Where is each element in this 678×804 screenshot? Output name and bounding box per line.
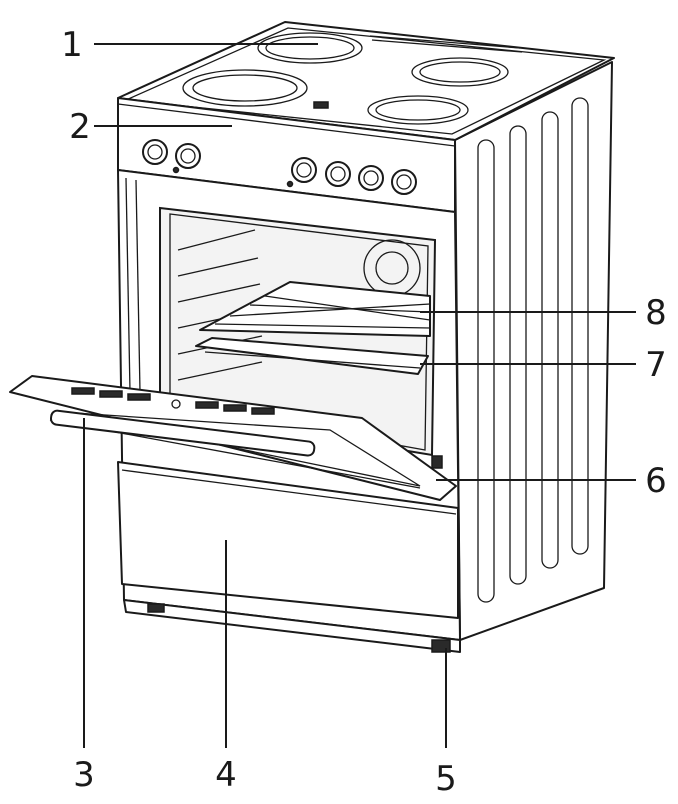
control-knob — [325, 161, 351, 187]
leader-lines — [83, 43, 636, 748]
plinth — [123, 599, 461, 653]
wire-shelf — [199, 281, 431, 337]
control-knob — [142, 139, 168, 165]
callout-label-8: 8 — [645, 293, 667, 333]
hotplate-rear-right — [411, 57, 509, 87]
callout-label-7: 7 — [645, 345, 667, 385]
control-knob — [391, 169, 417, 195]
baking-tray — [195, 337, 429, 375]
callout-label-5: 5 — [435, 759, 457, 799]
callout-label-2: 2 — [69, 107, 91, 147]
hotplate-rear-left — [257, 32, 363, 64]
hob-top — [117, 21, 615, 141]
control-knob — [358, 165, 384, 191]
door-handle — [49, 409, 316, 457]
control-knob — [291, 157, 317, 183]
door-hinge — [431, 455, 443, 469]
storage-drawer — [117, 461, 459, 619]
callout-label-6: 6 — [645, 461, 667, 501]
foot-left — [147, 603, 165, 613]
indicator-lamp — [172, 166, 180, 174]
adjustable-foot — [431, 639, 451, 653]
hotplate-front-right — [367, 95, 469, 125]
hotplate-front-left — [182, 69, 308, 107]
cooker-side-panel — [454, 61, 613, 641]
callout-label-1: 1 — [61, 25, 83, 65]
indicator-lamp — [286, 180, 294, 188]
oven-door — [9, 375, 457, 501]
control-knob — [175, 143, 201, 169]
callout-label-4: 4 — [215, 755, 237, 795]
callout-label-3: 3 — [73, 755, 95, 795]
